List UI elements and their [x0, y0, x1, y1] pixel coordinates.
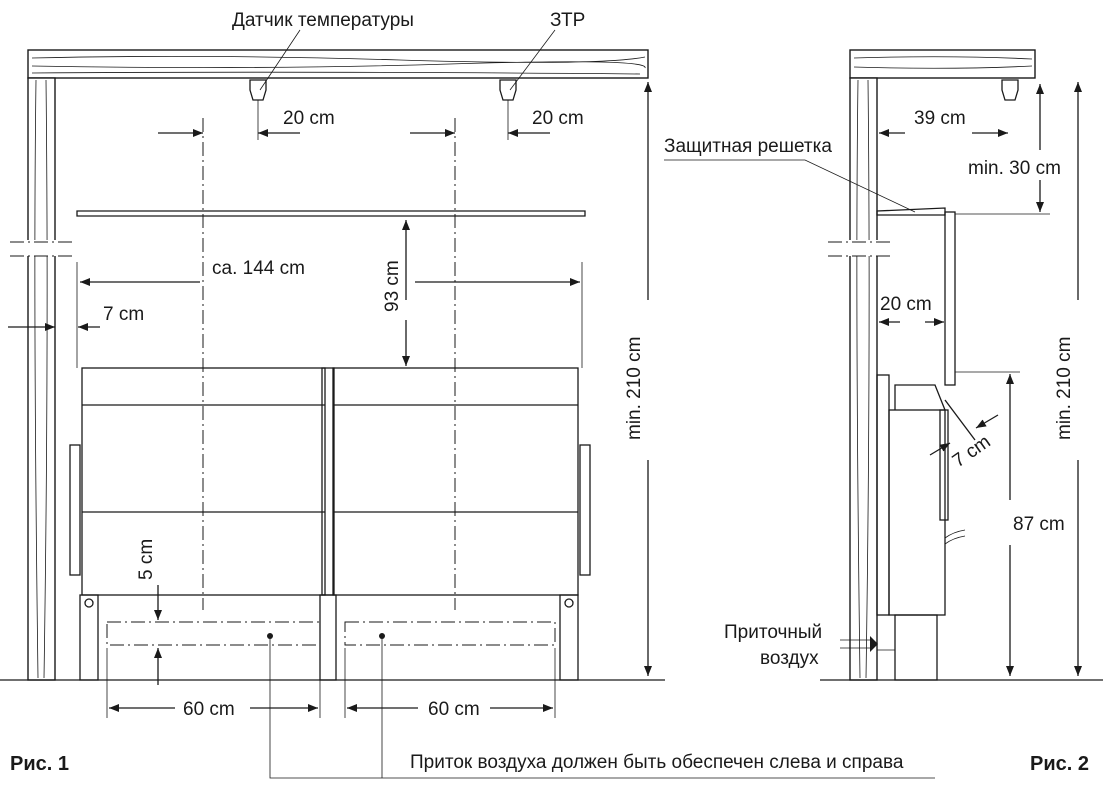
- fig1-dim-width: ca. 144 cm: [212, 258, 305, 279]
- fig2-air-label-1: Приточный: [724, 622, 822, 643]
- fig1-dim-sensor-right: 20 cm: [532, 108, 584, 129]
- fig2-protective-grate: [876, 207, 956, 386]
- fig2-airflow-icon: [944, 529, 966, 545]
- fig1-dim-floor: 5 cm: [136, 539, 157, 580]
- fig1-ztr: [499, 79, 517, 101]
- fig1-dim-grate-height: 93 cm: [382, 260, 403, 312]
- fig2-wall-post: [828, 77, 892, 681]
- fig1-sensor: [249, 79, 267, 101]
- fig2-heater: [876, 374, 949, 681]
- fig1-ztr-label: ЗТР: [550, 10, 585, 31]
- fig2-caption: Рис. 2: [1030, 753, 1089, 775]
- fig2-dim-grate-gap: 7 cm: [949, 431, 995, 472]
- fig2-dim-ceiling: min. 30 cm: [968, 158, 1061, 179]
- fig2-dim-total-height: min. 210 cm: [1054, 337, 1075, 440]
- fig1-dim-intake-left: 60 cm: [183, 699, 235, 720]
- fig1-dim-wall: 7 cm: [103, 304, 144, 325]
- fig1-ceiling-beam: [27, 49, 649, 79]
- fig2-dim-heater-height: 87 cm: [1013, 514, 1065, 535]
- fig1-sensor-label: Датчик температуры: [232, 10, 414, 31]
- fig1-heater: [69, 367, 591, 681]
- fig1-wall-post: [10, 77, 72, 681]
- fig1-dim-total-height: min. 210 cm: [624, 337, 645, 440]
- fig2-sensor: [1001, 79, 1019, 101]
- fig2-dim-sensor: 39 cm: [914, 108, 966, 129]
- fig1-note: Приток воздуха должен быть обеспечен сле…: [410, 752, 904, 773]
- fig1-protective-grate: [76, 210, 586, 217]
- fig1-caption: Рис. 1: [10, 753, 69, 775]
- fig2-ceiling-beam: [849, 49, 1036, 79]
- fig2-air-intake-arrow: [840, 639, 870, 649]
- fig1-dim-intake-right: 60 cm: [428, 699, 480, 720]
- fig1-dim-sensor-left: 20 cm: [283, 108, 335, 129]
- fig2-dim-wall: 20 cm: [880, 294, 932, 315]
- fig1-note-leader: [267, 633, 935, 779]
- fig2-grate-label: Защитная решетка: [664, 136, 832, 157]
- fig2-air-label-2: воздух: [760, 648, 819, 669]
